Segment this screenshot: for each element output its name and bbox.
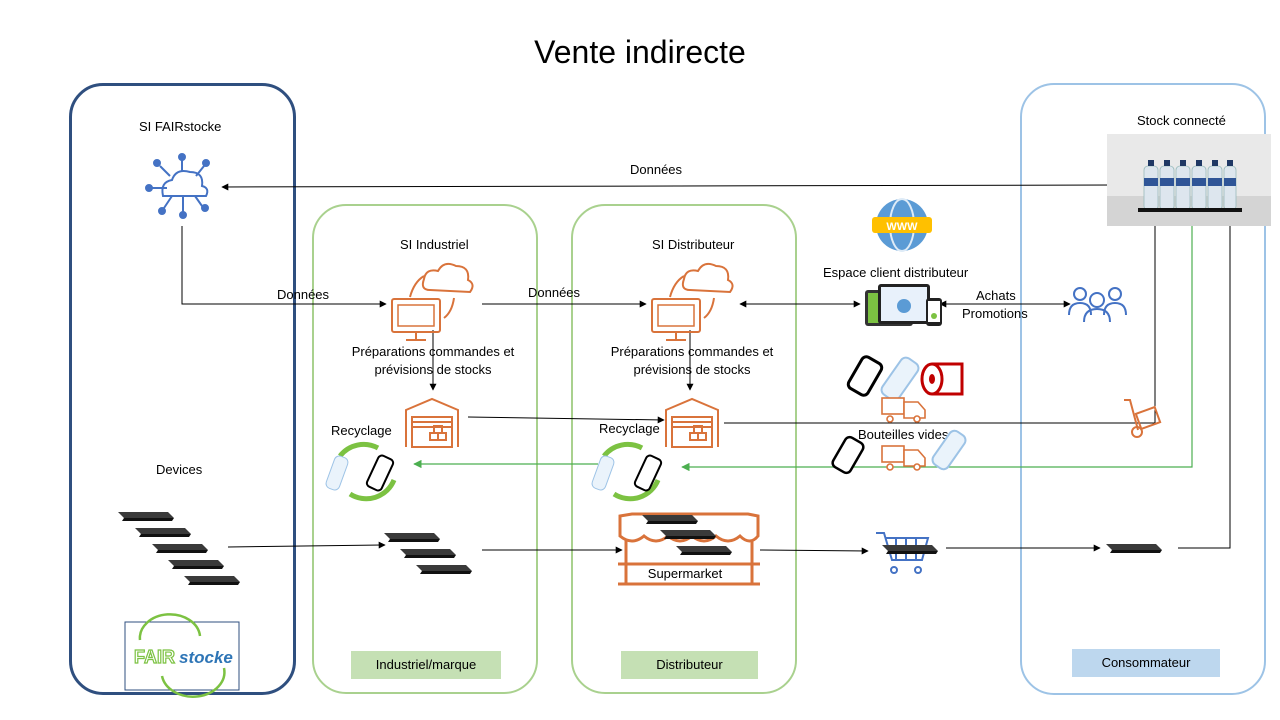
logo-text-stocke: stocke — [179, 648, 233, 667]
devices-screen-icon — [865, 284, 942, 326]
recycle-icon-distributeur — [591, 441, 663, 502]
www-globe-icon: WWW — [872, 198, 932, 252]
arrow-consumer-to-stock — [1178, 211, 1234, 549]
label-prep-distributeur-1: Préparations commandes et — [610, 344, 774, 359]
hand-truck-icon — [1124, 399, 1162, 438]
label-si-industriel: SI Industriel — [400, 237, 469, 252]
arrow-donnees-stock-to-si — [221, 183, 1116, 191]
zone-si-fairstocke — [69, 83, 296, 695]
label-recyclage-distributeur: Recyclage — [599, 421, 660, 436]
zone-consommateur — [1020, 83, 1266, 695]
shopping-cart-icon — [876, 532, 930, 574]
warehouse-icon-industriel — [405, 397, 459, 448]
label-devices: Devices — [156, 462, 203, 477]
label-si-distributeur: SI Distributeur — [652, 237, 735, 252]
label-si-fairstocke: SI FAIRstocke — [139, 119, 222, 134]
www-text: WWW — [886, 221, 918, 233]
arrows — [181, 183, 1234, 555]
computer-cloud-icon-distributeur — [651, 262, 734, 341]
fairstocke-logo: FAIR stocke — [124, 613, 240, 698]
label-prep-distributeur-2: prévisions de stocks — [633, 362, 751, 377]
device-cart — [882, 545, 938, 554]
label-achats: Achats — [976, 288, 1016, 303]
page-title: Vente indirecte — [534, 34, 746, 70]
label-donnees-mid: Données — [528, 285, 581, 300]
label-promotions: Promotions — [962, 306, 1028, 321]
recycle-icon-industriel — [325, 441, 397, 502]
label-bouteilles-vides: Bouteilles vides — [858, 427, 949, 442]
device-consumer — [1106, 544, 1162, 553]
bottles-paper-icon — [846, 355, 964, 402]
label-donnees-left: Données — [277, 287, 330, 302]
computer-cloud-icon-industriel — [391, 262, 474, 341]
arrow-devices-to-industriel — [227, 541, 386, 549]
devices-stack-fairstocke — [118, 512, 240, 585]
arrow-warehouse-ind-to-dist — [467, 416, 665, 424]
logo-text-fair: FAIR — [134, 647, 175, 667]
tag-consommateur: Consommateur — [1072, 649, 1220, 677]
label-espace-client: Espace client distributeur — [823, 265, 969, 280]
label-stock-connecte: Stock connecté — [1137, 113, 1226, 128]
label-donnees-top: Données — [630, 162, 683, 177]
cloud-network-icon — [145, 153, 210, 219]
truck-icon-bottom — [881, 445, 926, 471]
truck-icon-top — [881, 397, 926, 423]
green-return-arrows — [413, 214, 1193, 472]
zone-industriel — [312, 204, 538, 694]
arrow-supermarket-to-cart — [759, 547, 869, 555]
arrow-donnees-si-to-industriel — [181, 226, 387, 308]
tag-distributeur: Distributeur — [621, 651, 758, 679]
arrow-bottles-return-to-distributeur — [681, 214, 1193, 472]
zone-distributeur — [571, 204, 797, 694]
supermarket-label: Supermarket — [648, 566, 723, 581]
devices-stack-industriel — [384, 533, 472, 574]
tag-industriel: Industriel/marque — [351, 651, 501, 679]
empty-bottles-icon — [831, 429, 967, 475]
label-recyclage-industriel: Recyclage — [331, 423, 392, 438]
people-icon — [1068, 287, 1127, 323]
warehouse-icon-distributeur — [665, 397, 719, 448]
stock-connecte-image — [1107, 134, 1271, 226]
